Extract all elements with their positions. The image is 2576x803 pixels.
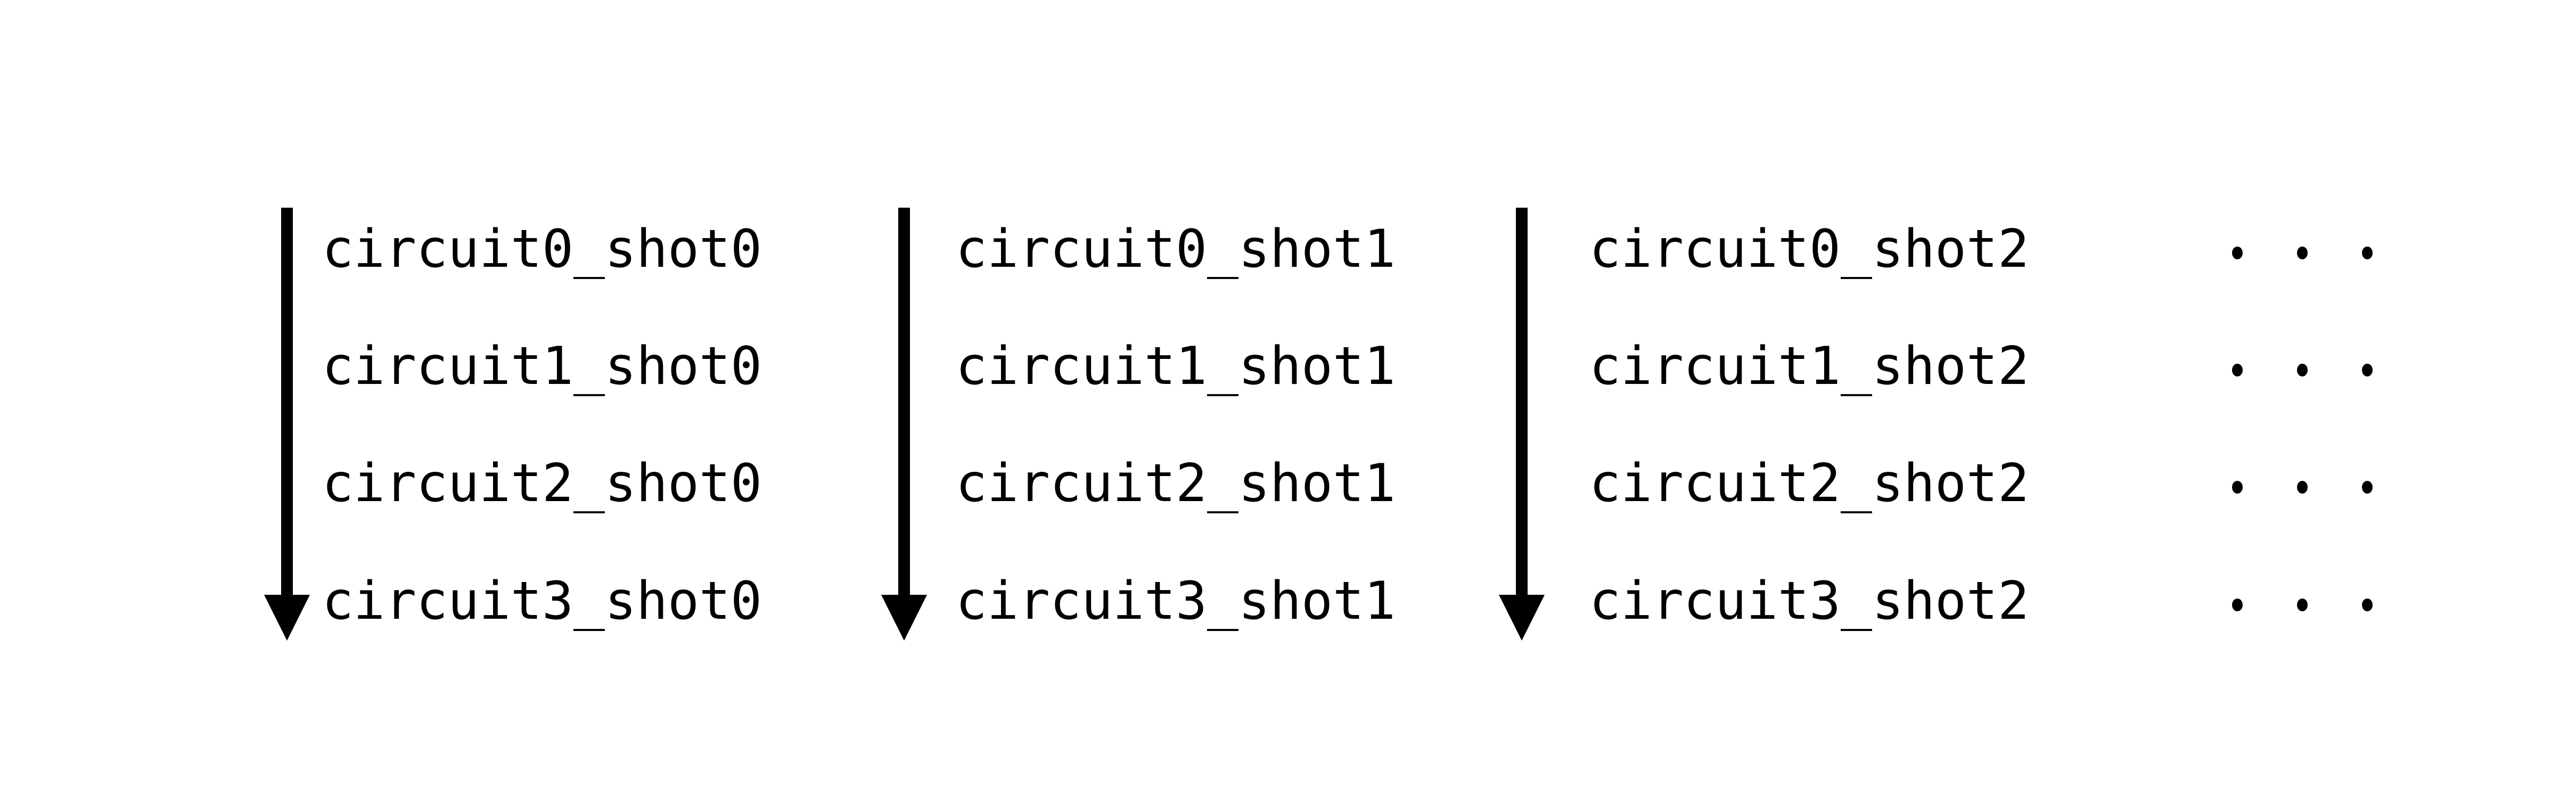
dot-icon — [2232, 247, 2243, 259]
dot-icon — [2362, 364, 2373, 376]
label-circuit2-shot0: circuit2_shot0 — [322, 453, 762, 514]
dot-icon — [2232, 599, 2243, 611]
label-circuit3-shot1: circuit3_shot1 — [956, 571, 1396, 632]
dot-icon — [2297, 247, 2308, 259]
arrow-shaft — [281, 208, 293, 602]
label-circuit1-shot1: circuit1_shot1 — [956, 336, 1396, 397]
down-arrow-icon — [1499, 208, 1545, 641]
label-circuit2-shot2: circuit2_shot2 — [1589, 453, 2030, 514]
label-circuit3-shot0: circuit3_shot0 — [322, 571, 762, 632]
dot-icon — [2362, 247, 2373, 259]
dot-icon — [2232, 481, 2243, 494]
dot-icon — [2297, 481, 2308, 494]
dot-icon — [2297, 599, 2308, 611]
down-arrow-icon — [264, 208, 310, 641]
arrow-shaft — [1516, 208, 1528, 602]
ellipsis-dots — [2232, 247, 2373, 259]
label-circuit2-shot1: circuit2_shot1 — [956, 453, 1396, 514]
dot-icon — [2232, 364, 2243, 376]
ellipsis-dots — [2232, 481, 2373, 494]
down-arrow-icon — [881, 208, 927, 641]
dot-icon — [2362, 481, 2373, 494]
arrow-shaft — [898, 208, 910, 602]
ellipsis-dots — [2232, 364, 2373, 376]
label-circuit0-shot2: circuit0_shot2 — [1589, 219, 2030, 280]
arrow-head — [1499, 595, 1545, 641]
label-circuit1-shot0: circuit1_shot0 — [322, 336, 762, 397]
label-circuit0-shot1: circuit0_shot1 — [956, 219, 1396, 280]
ellipsis-dots — [2232, 599, 2373, 611]
label-circuit1-shot2: circuit1_shot2 — [1589, 336, 2030, 397]
arrow-head — [881, 595, 927, 641]
label-circuit3-shot2: circuit3_shot2 — [1589, 571, 2030, 632]
dot-icon — [2362, 599, 2373, 611]
dot-icon — [2297, 364, 2308, 376]
arrow-head — [264, 595, 310, 641]
label-circuit0-shot0: circuit0_shot0 — [322, 219, 762, 280]
